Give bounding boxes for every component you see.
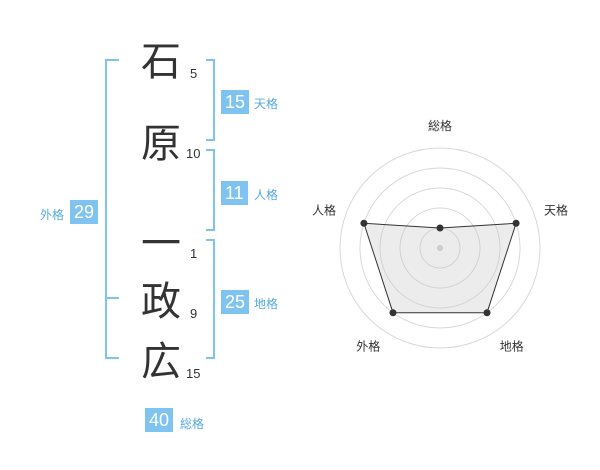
tenkaku-label: 天格: [254, 97, 279, 111]
radar-ring: [339, 147, 541, 349]
radar-point-4: [389, 309, 397, 317]
soukaku-label: 総格: [180, 417, 205, 431]
radar-grid: [339, 147, 541, 349]
radar-axis-label-3: 地格: [500, 339, 524, 354]
name-char-5: 広: [141, 339, 181, 385]
chikaku-badge: 25: [221, 290, 250, 314]
name-char-1: 石: [141, 39, 181, 85]
tenkaku-badge: 15: [221, 90, 250, 114]
jinkaku-label: 人格: [254, 188, 279, 202]
stroke-count-5: 15: [186, 366, 201, 381]
radar-axis-label-1: 総格: [428, 118, 452, 133]
chikaku-label: 地格: [254, 297, 279, 311]
stroke-count-2: 10: [186, 146, 201, 161]
jinkaku-badge: 11: [221, 181, 248, 205]
radar-area: [363, 222, 517, 314]
stroke-count-1: 5: [190, 66, 198, 81]
radar-center: [437, 245, 443, 251]
radar-point-5: [360, 219, 368, 227]
gaikaku-badge: 29: [70, 200, 99, 224]
gaikaku-label: 外格: [40, 208, 65, 222]
radar-ring: [399, 207, 481, 289]
stroke-count-4: 9: [190, 306, 198, 321]
radar-axis-label-2: 天格: [544, 202, 568, 217]
radar-axis-label-5: 人格: [312, 202, 336, 217]
name-char-3: 一: [141, 221, 181, 267]
stroke-count-3: 1: [190, 246, 198, 261]
radar-axis-label-4: 外格: [356, 339, 380, 354]
name-char-2: 原: [141, 121, 181, 167]
radar-points: [360, 219, 520, 317]
soukaku-badge: 40: [145, 408, 174, 432]
name-char-4: 政: [141, 279, 181, 325]
radar-ring: [379, 187, 501, 309]
radar-point-3: [483, 309, 491, 317]
radar-point-1: [436, 224, 444, 232]
radar-ring: [359, 167, 521, 329]
radar-point-2: [512, 219, 520, 227]
